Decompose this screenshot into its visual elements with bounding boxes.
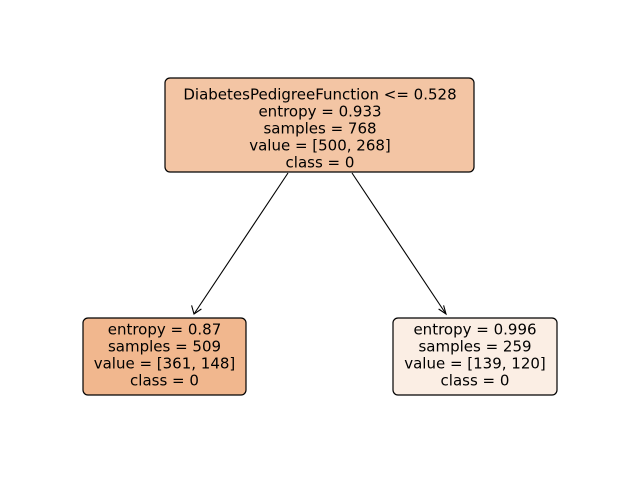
arrow-left-icon [191,305,202,315]
right-leaf-box [392,317,558,396]
left-leaf-box [82,317,247,396]
left-value-label: value = [361, 148] [94,355,236,373]
left-class-label: class = 0 [130,372,199,390]
left-entropy-label: entropy = 0.87 [108,321,222,339]
arrow-right-icon [438,305,447,316]
right-entropy-label: entropy = 0.996 [413,321,536,339]
root-class-label: class = 0 [286,154,355,172]
root-node-box [164,77,475,173]
right-samples-label: samples = 259 [418,338,531,356]
root-entropy-label: entropy = 0.933 [258,103,381,121]
tree-edges [191,172,447,316]
root-value-label: value = [500, 268] [249,137,391,155]
left-leaf-node: entropy = 0.87 samples = 509 value = [36… [82,317,247,396]
right-leaf-node: entropy = 0.996 samples = 259 value = [1… [392,317,558,396]
root-split-label: DiabetesPedigreeFunction <= 0.528 [183,86,456,104]
root-node: DiabetesPedigreeFunction <= 0.528 entrop… [164,77,475,173]
right-value-label: value = [139, 120] [404,355,546,373]
root-samples-label: samples = 768 [263,120,376,138]
edge-root-to-left [193,172,289,315]
edge-root-to-right [351,172,447,315]
right-class-label: class = 0 [441,372,510,390]
left-samples-label: samples = 509 [108,338,221,356]
